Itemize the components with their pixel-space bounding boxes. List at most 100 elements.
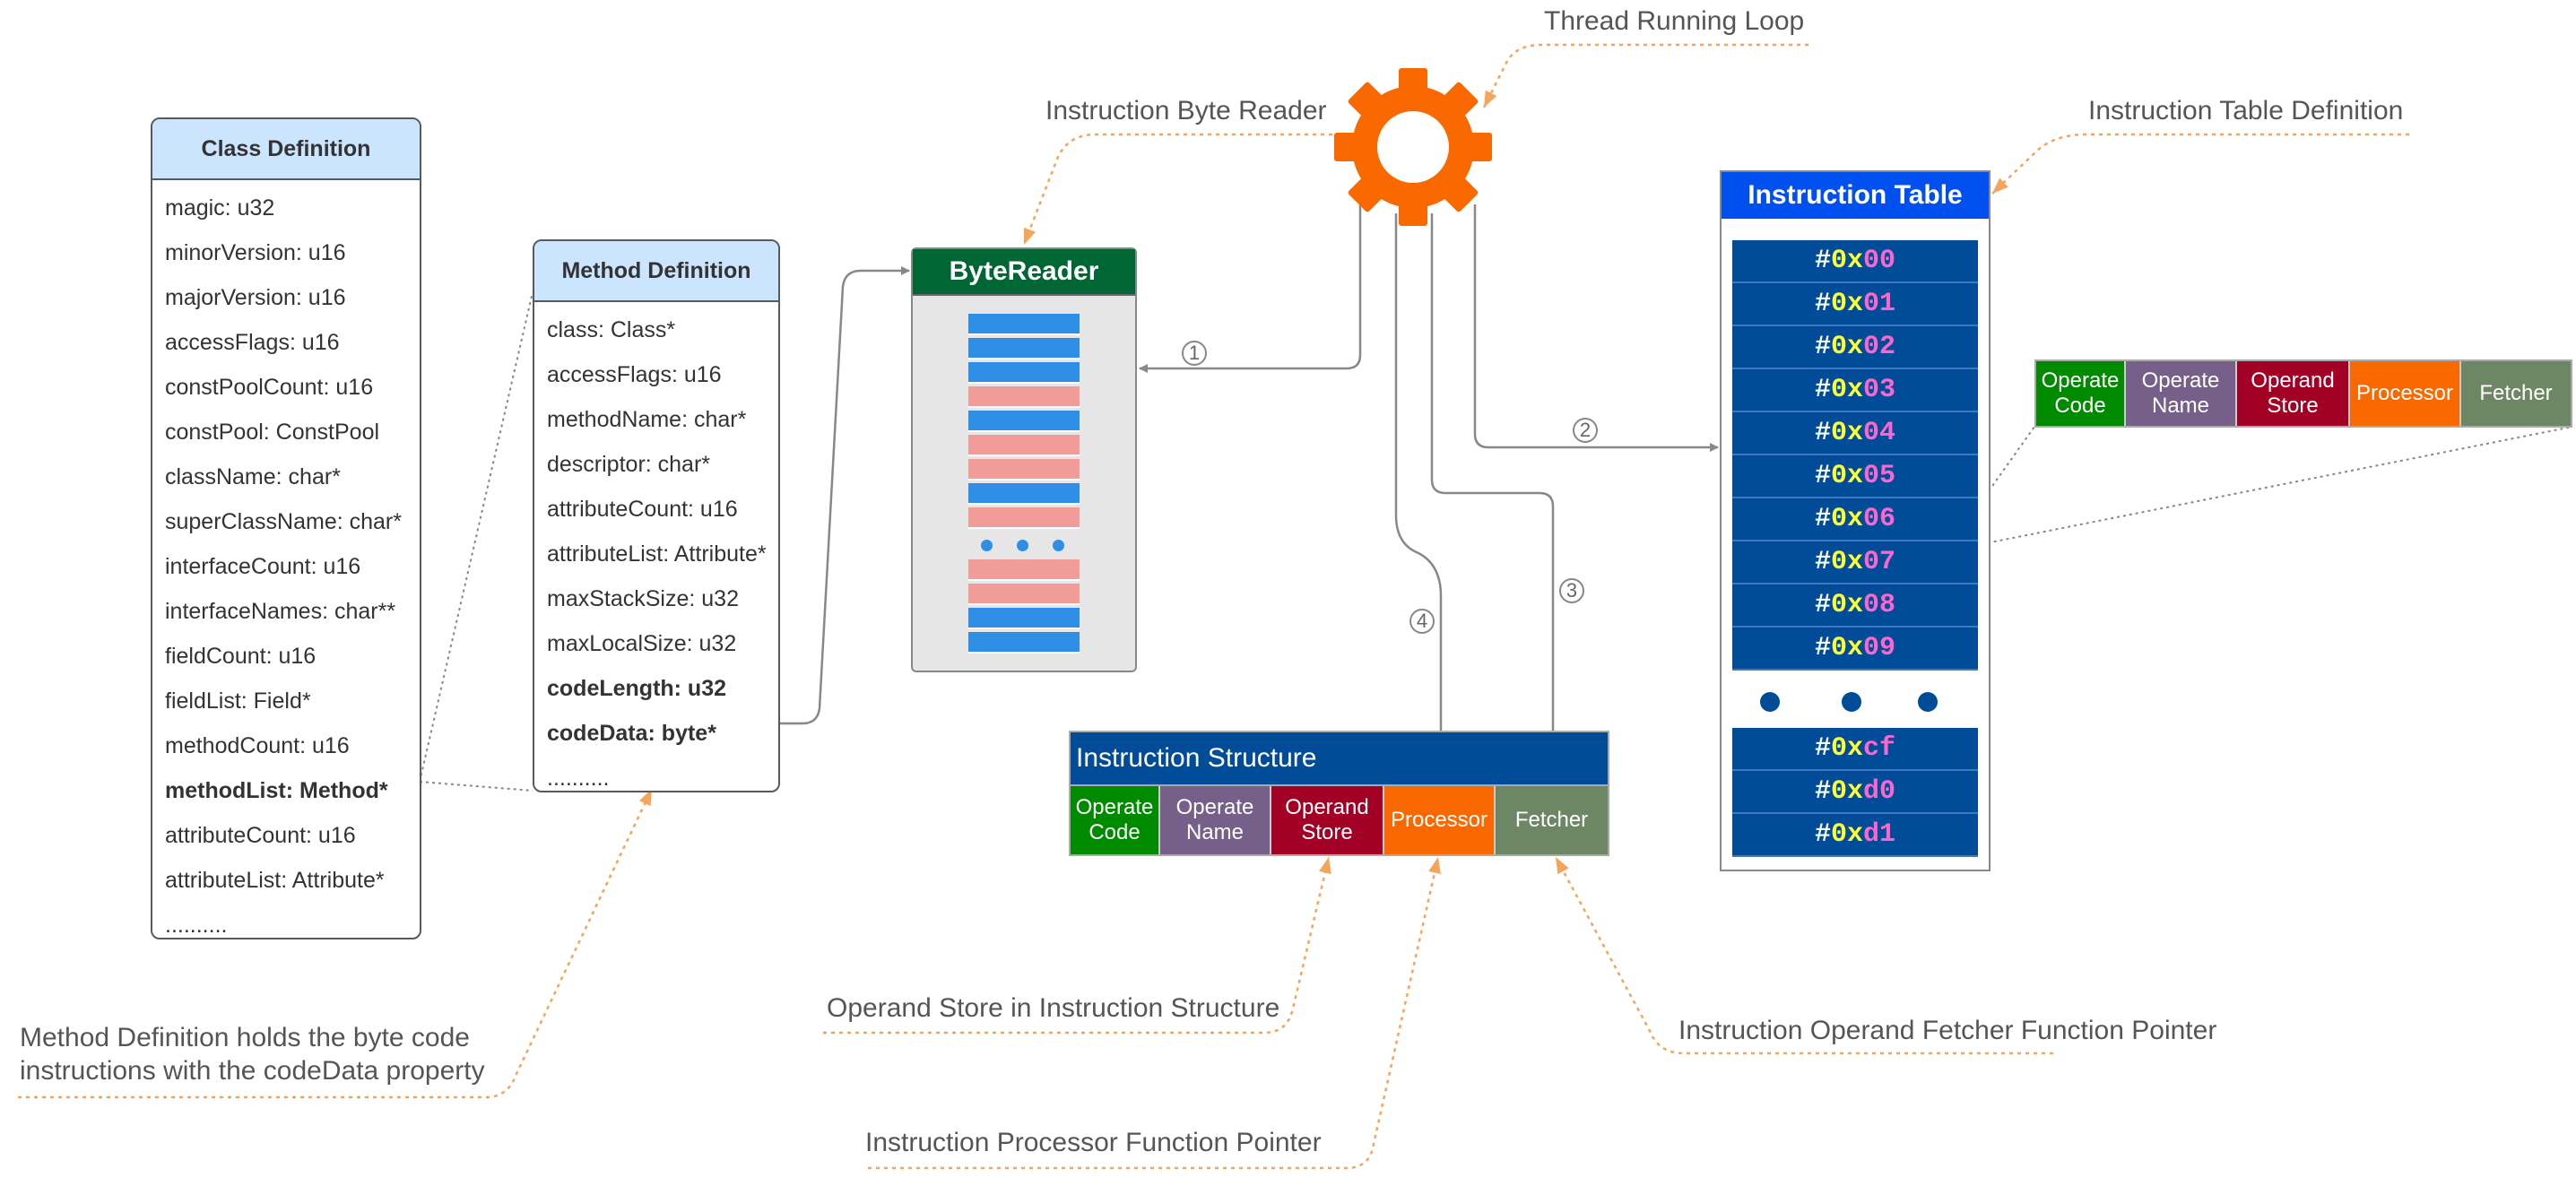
method-definition-box: Method Definition class: Class* accessFla…	[533, 239, 780, 792]
step-label-4: 4	[1409, 609, 1435, 634]
ellipsis-dot	[981, 540, 993, 551]
opcode-token: #	[1814, 418, 1831, 448]
operand-store-cell: Operand Store	[1271, 786, 1384, 854]
instruction-table-title: Instruction Table	[1722, 172, 1989, 219]
byte-cell	[968, 584, 1080, 605]
field-row: methodCount: u16	[165, 733, 350, 758]
byte-cell	[968, 507, 1080, 529]
byte-cell	[968, 338, 1080, 359]
step4-arrow	[1394, 213, 1445, 786]
field-row: methodName: char*	[547, 407, 747, 432]
opcode-token: #	[1814, 819, 1831, 850]
opcode-token: 0x	[1830, 547, 1863, 577]
ellipsis-dot	[1760, 692, 1780, 712]
opcode-token: 0x	[1830, 590, 1863, 620]
opcode-token: #	[1814, 461, 1831, 491]
opcode-token: 0x	[1830, 461, 1863, 491]
opcode-token: 04	[1863, 418, 1896, 448]
ellipsis-dot	[1017, 540, 1028, 551]
fetcher-cell: Fetcher	[1496, 786, 1608, 854]
field-row: className: char*	[165, 464, 341, 489]
opcode-token: d1	[1863, 819, 1896, 850]
opcode-token: #	[1814, 375, 1831, 405]
opcode-token: 02	[1863, 332, 1896, 362]
opcode-token: 0x	[1830, 776, 1863, 807]
opcode-token: 0x	[1830, 819, 1863, 850]
caption-fetcher-pointer: Instruction Operand Fetcher Function Poi…	[1678, 1016, 2217, 1045]
fetcher-cell: Fetcher	[2461, 361, 2571, 426]
opcode-token: #	[1814, 733, 1831, 764]
opcode-token: d0	[1863, 776, 1896, 807]
field-row: accessFlags: u16	[547, 362, 722, 387]
opcode-token: 0x	[1830, 375, 1863, 405]
opcode-token: 0x	[1830, 733, 1863, 764]
field-row: maxStackSize: u32	[547, 586, 739, 611]
opcode-token: 0x	[1830, 246, 1863, 276]
opcode-token: 0x	[1830, 289, 1863, 319]
caption-thread-running-loop: Thread Running Loop	[1544, 6, 1805, 36]
byte-cell	[968, 608, 1080, 629]
callout-thread-loop	[1482, 43, 1808, 108]
opcode-token: 0x	[1830, 418, 1863, 448]
field-row: fieldList: Field*	[165, 688, 311, 714]
opcode-token: 06	[1863, 504, 1896, 534]
operate-code-cell: Operate Code	[1071, 786, 1160, 854]
step-label-3: 3	[1559, 578, 1584, 603]
opcode-token: 01	[1863, 289, 1896, 319]
caption-instruction-byte-reader: Instruction Byte Reader	[1045, 96, 1327, 126]
caption-processor-pointer: Instruction Processor Function Pointer	[865, 1128, 1322, 1157]
step2-arrow	[1473, 204, 1719, 452]
field-row: attributeCount: u16	[547, 497, 738, 522]
operate-name-cell: Operate Name	[2126, 361, 2237, 426]
field-row: codeData: byte*	[547, 721, 716, 746]
step1-arrow	[1139, 204, 1362, 373]
bytereader-title: ByteReader	[913, 249, 1135, 296]
opcode-token: 0x	[1830, 332, 1863, 362]
field-row: superClassName: char*	[165, 509, 402, 534]
operate-code-cell: Operate Code	[2036, 361, 2126, 426]
method-definition-title: Method Definition	[534, 241, 778, 302]
field-row: ..........	[547, 766, 610, 791]
codedata-to-bytereader-arrow	[780, 266, 910, 725]
step-label-1: 1	[1182, 341, 1207, 366]
byte-cell	[968, 314, 1080, 335]
field-row: codeLength: u32	[547, 676, 727, 701]
field-row: interfaceCount: u16	[165, 554, 361, 579]
field-row: class: Class*	[547, 317, 676, 342]
method-link-dotted-top	[419, 291, 533, 783]
byte-cell	[968, 411, 1080, 432]
callout-byte-reader	[1022, 133, 1332, 246]
field-row: methodList: Method*	[165, 778, 388, 803]
byte-cell	[968, 632, 1080, 654]
byte-cell	[968, 362, 1080, 384]
opcode-token: #	[1814, 590, 1831, 620]
opcode-token: 03	[1863, 375, 1896, 405]
field-row: constPoolCount: u16	[165, 375, 374, 400]
field-row: magic: u32	[165, 195, 275, 221]
field-row: interfaceNames: char**	[165, 599, 396, 624]
opcode-token: 09	[1863, 633, 1896, 663]
opcode-token: 0x	[1830, 633, 1863, 663]
byte-cell	[968, 459, 1080, 480]
caption-method-definition-note: Method Definition holds the byte code in…	[20, 1023, 485, 1086]
field-row: descriptor: char*	[547, 452, 711, 477]
ellipsis-dot	[1842, 692, 1861, 712]
field-row: maxLocalSize: u32	[547, 631, 737, 656]
byte-cell	[968, 386, 1080, 408]
opcode-token: #	[1814, 289, 1831, 319]
bytereader-box: ByteReader	[911, 247, 1137, 672]
caption-instruction-table-definition: Instruction Table Definition	[2088, 96, 2404, 126]
